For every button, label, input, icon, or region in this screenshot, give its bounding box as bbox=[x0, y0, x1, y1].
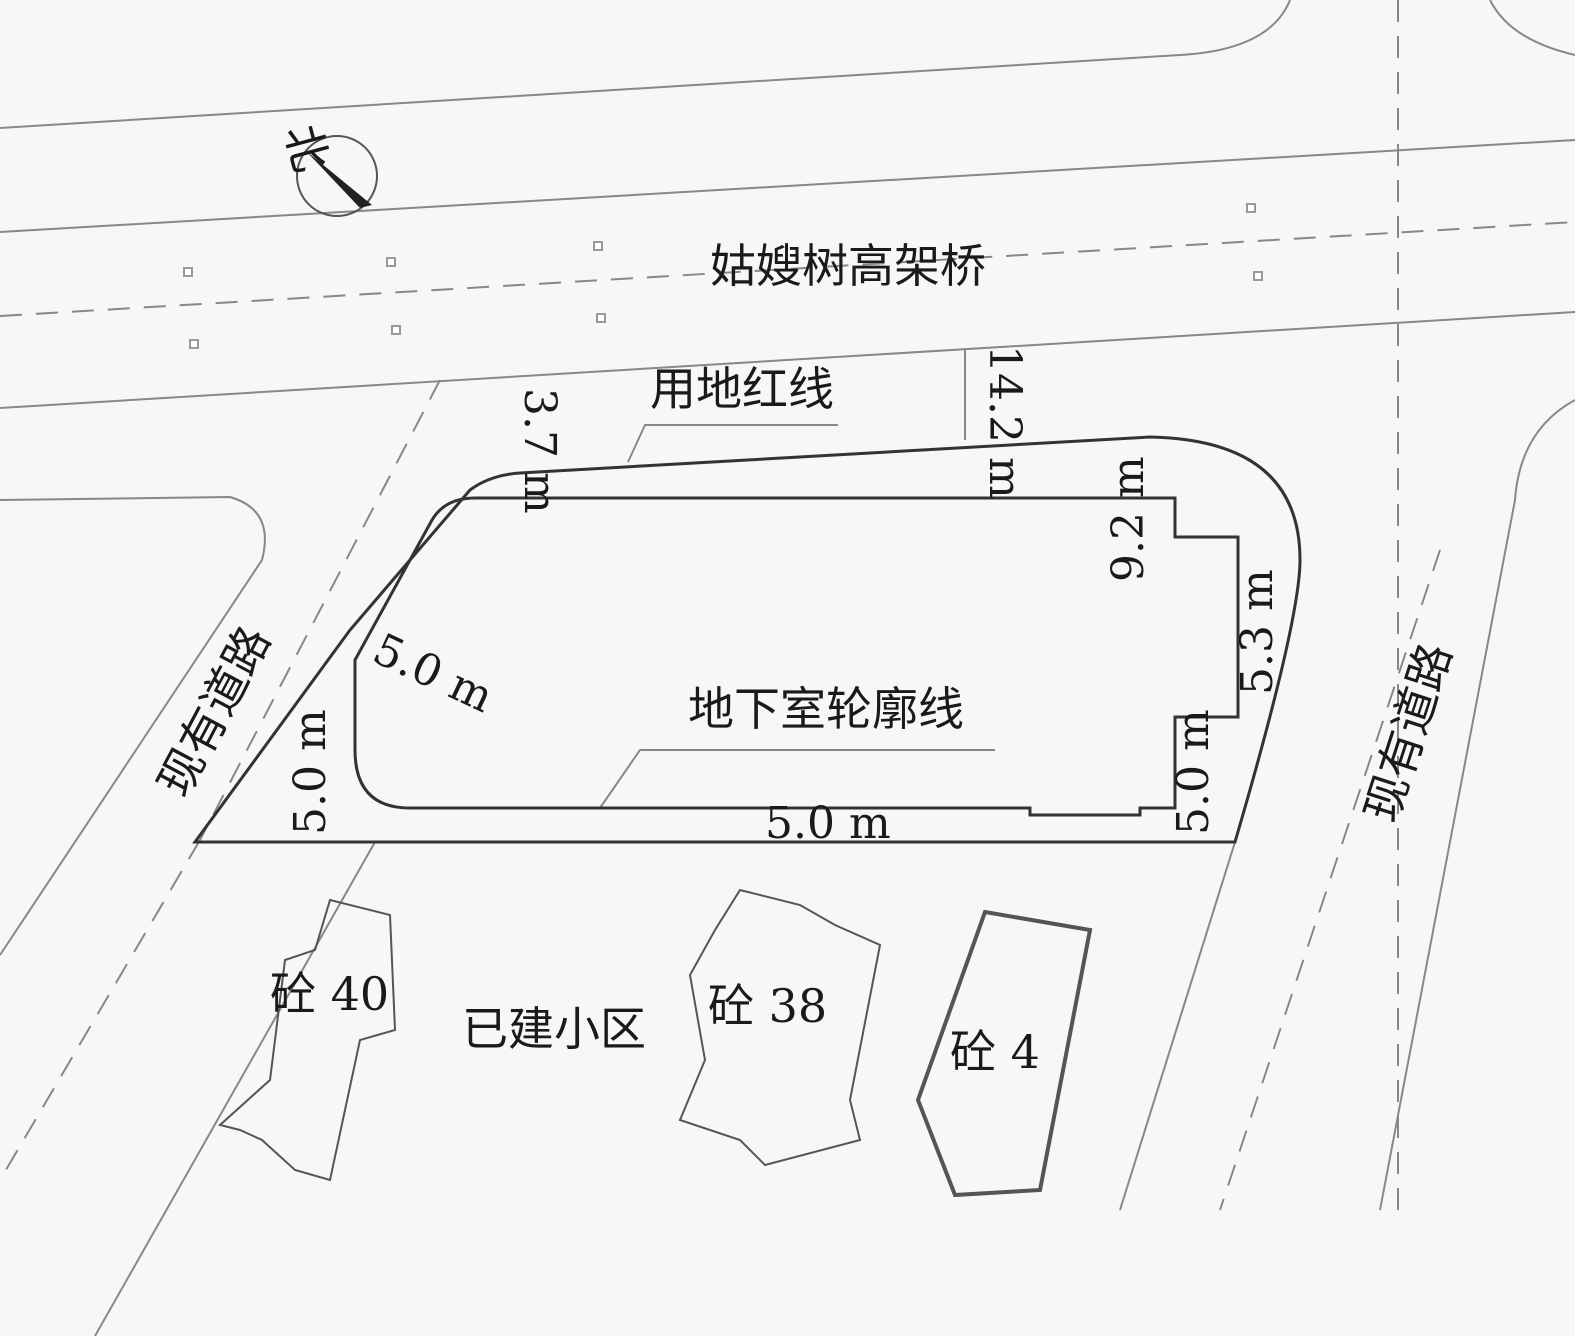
existing-road-left-label: 现有道路 bbox=[147, 617, 281, 805]
north-arrow-icon bbox=[305, 150, 372, 208]
building-40 bbox=[217, 898, 397, 1182]
buildings bbox=[217, 888, 1093, 1198]
building-4-label: 砼 4 bbox=[950, 1025, 1040, 1079]
building-4 bbox=[915, 909, 1093, 1198]
left-road-centerline bbox=[199, 379, 441, 841]
basement-outline-label: 地下室轮廓线 bbox=[688, 682, 964, 736]
building-38-label: 砼 38 bbox=[708, 979, 827, 1033]
right-road-edge bbox=[1379, 399, 1575, 1211]
left-block-edge bbox=[0, 495, 266, 956]
north-arrow-circle bbox=[296, 135, 378, 217]
viaduct-centerline bbox=[0, 221, 1575, 317]
dim-left-bottom: 5.0 m bbox=[285, 709, 336, 835]
dim-top-left: 3.7 m bbox=[514, 388, 565, 514]
dim-top-mid: 14.2 m bbox=[979, 345, 1030, 499]
building-40-label: 砼 40 bbox=[270, 967, 389, 1021]
viaduct-edge-lower bbox=[0, 311, 1575, 409]
road-edge-top-right bbox=[1489, 0, 1575, 56]
dim-bottom: 5.0 m bbox=[765, 798, 891, 849]
dim-top-right: 9.2 m bbox=[1103, 456, 1154, 582]
piers bbox=[183, 203, 1263, 349]
viaduct-edge-upper bbox=[0, 139, 1575, 233]
red-line-label: 用地红线 bbox=[650, 362, 834, 416]
basement-outline bbox=[353, 496, 1240, 817]
north-label: 北 bbox=[274, 119, 338, 177]
building-38 bbox=[678, 888, 882, 1167]
existing-road-right-label: 现有道路 bbox=[1354, 637, 1462, 829]
community-label: 已建小区 bbox=[462, 1002, 646, 1056]
dim-left-diag: 5.0 m bbox=[365, 624, 500, 723]
red-line-boundary bbox=[192, 435, 1302, 844]
viaduct-label: 姑嫂树高架桥 bbox=[710, 239, 986, 293]
right-road-centerline bbox=[1219, 549, 1441, 1211]
dim-right-step: 5.3 m bbox=[1232, 569, 1283, 695]
road-edge-top bbox=[0, 0, 1291, 129]
dim-right-bottom: 5.0 m bbox=[1168, 709, 1219, 835]
